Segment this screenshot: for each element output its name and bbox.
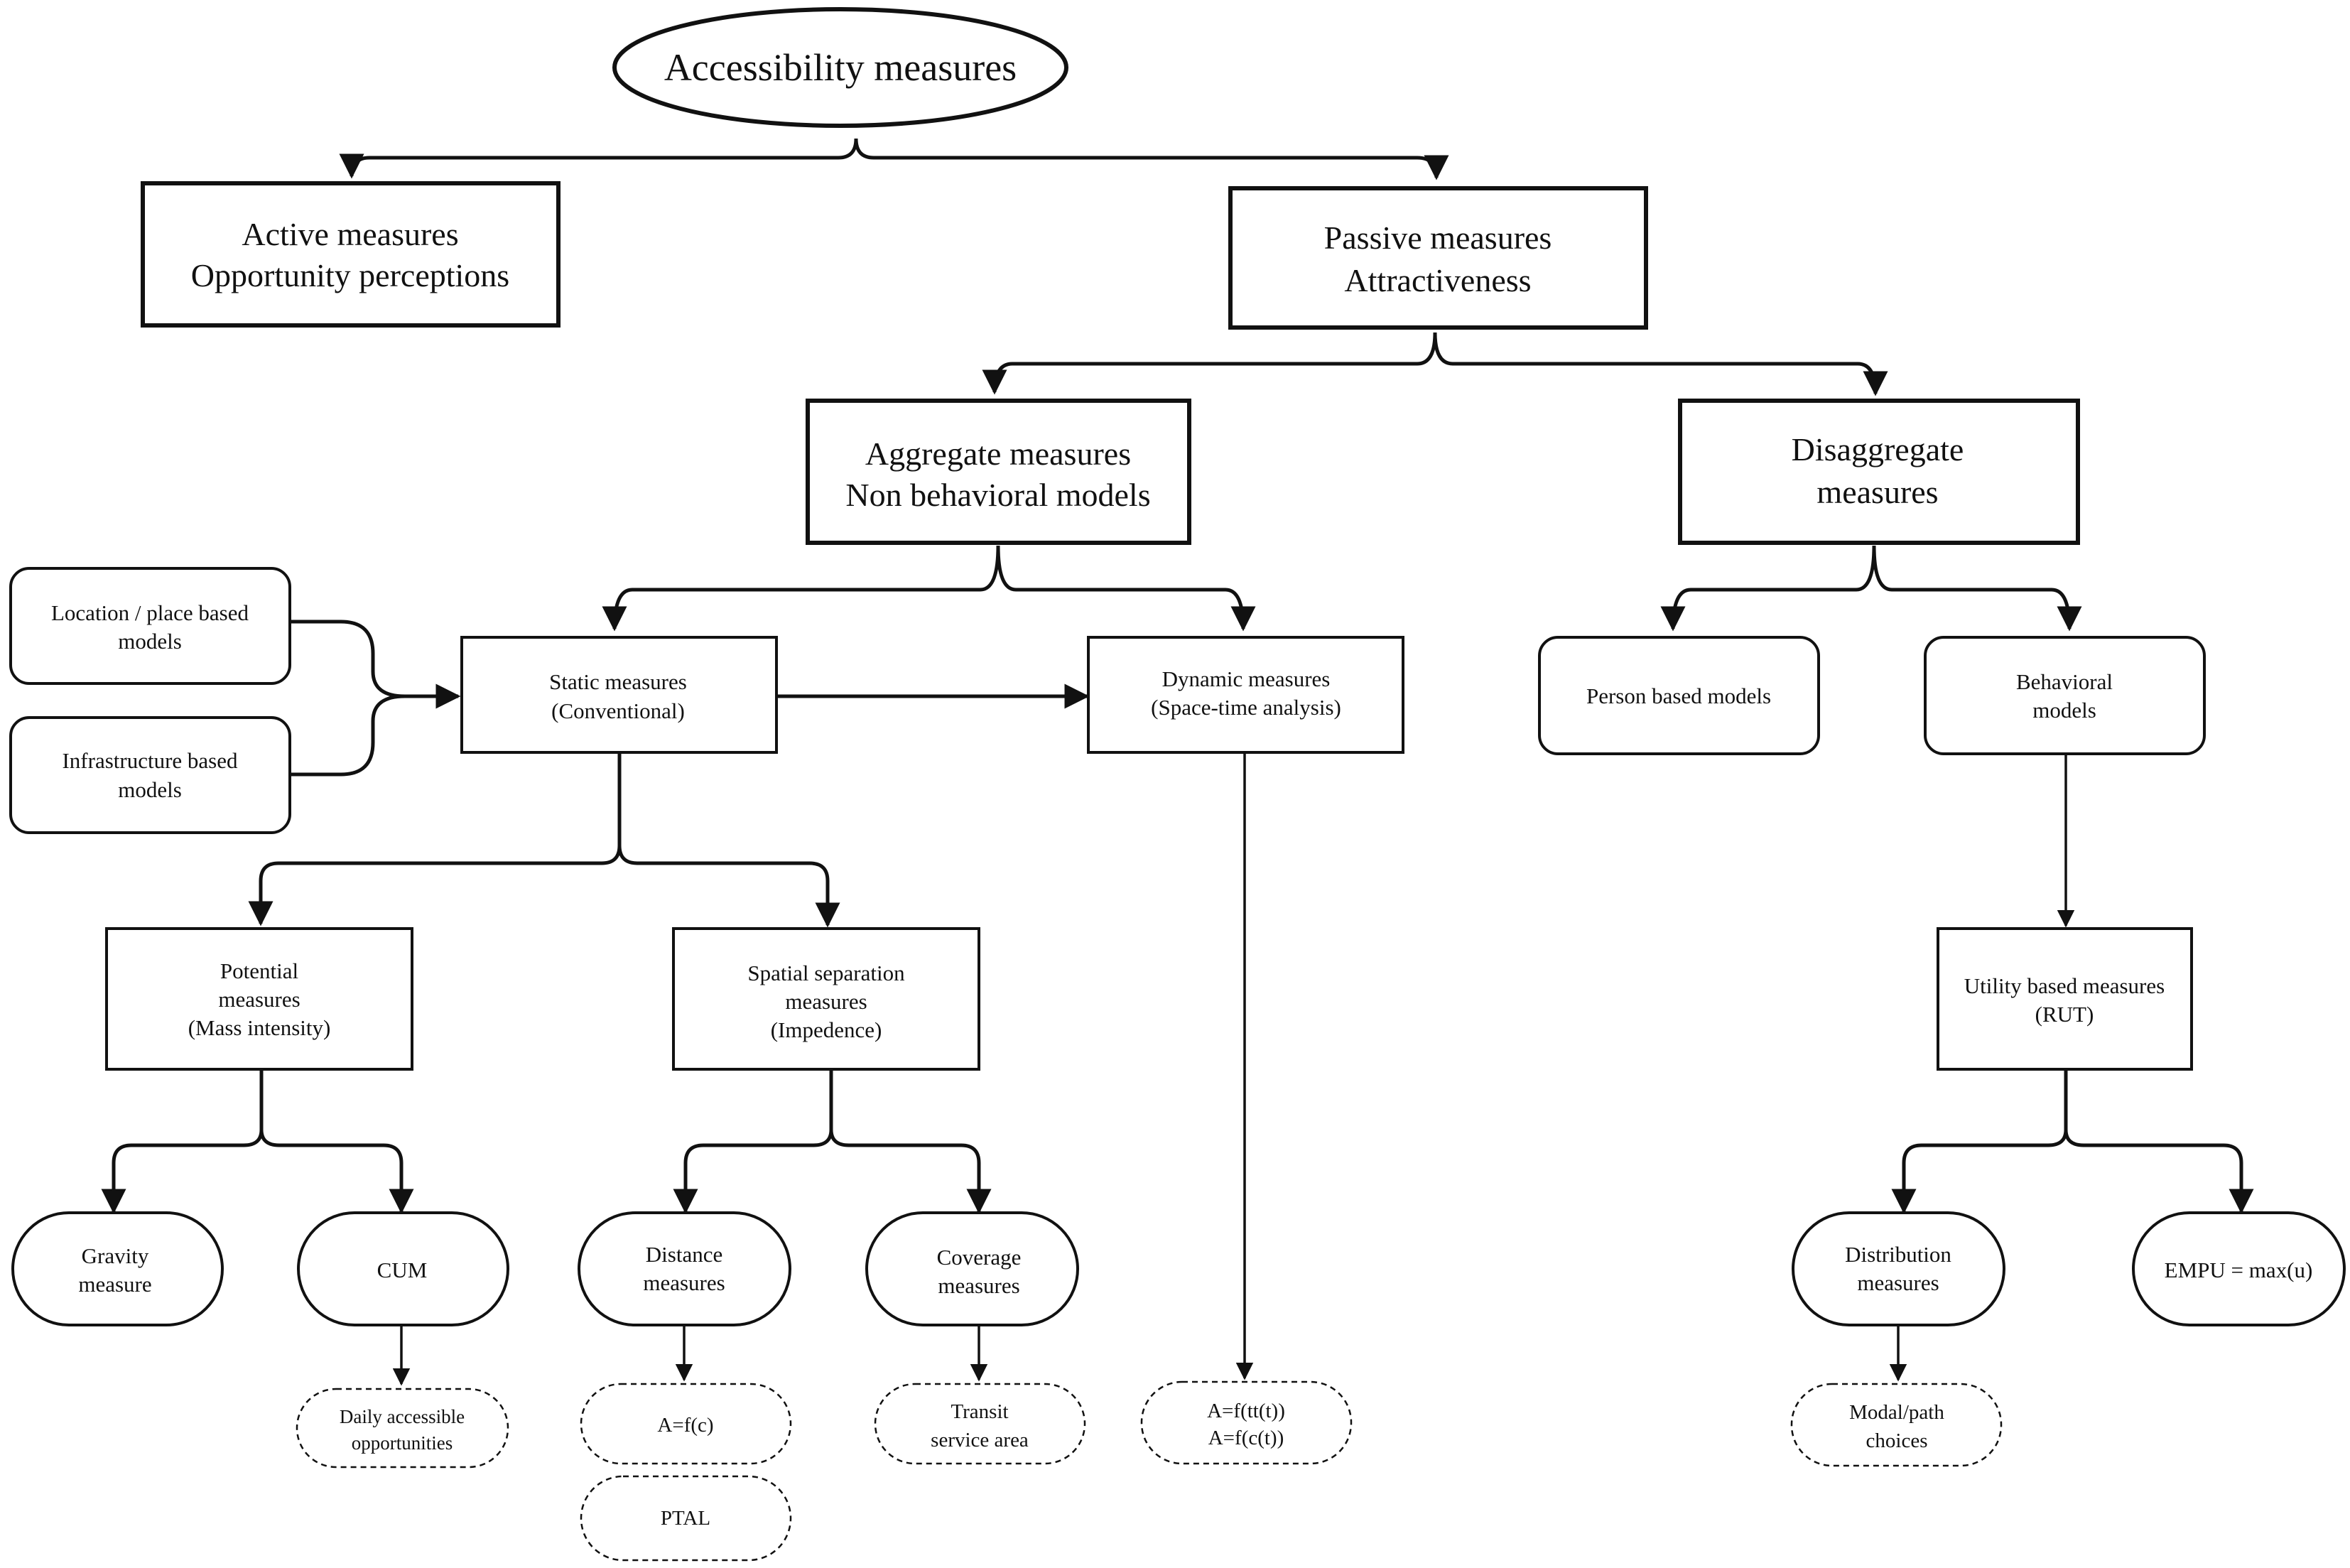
node-aggregate-measures: Aggregate measures Non behavioral models	[806, 399, 1191, 545]
node-active-measures: Active measures Opportunity perceptions	[141, 181, 561, 328]
active-label-line1: Active measures	[242, 216, 458, 252]
connector-disaggregate-person	[1660, 545, 1876, 632]
gravity-label-line1: Gravity	[82, 1243, 149, 1268]
aggregate-label-line2: Non behavioral models	[845, 477, 1150, 513]
disaggregate-label-line2: measures	[1816, 474, 1938, 510]
connector-passive-disaggregate	[1433, 332, 1888, 396]
thin-connectors	[392, 753, 2075, 1386]
potential-label-line1: Potential	[220, 958, 298, 983]
coverage-label-line1: Coverage	[937, 1245, 1022, 1270]
node-empu: EMPU = max(u)	[2132, 1211, 2346, 1326]
leaf-transit-service: Transit service area	[874, 1383, 1086, 1465]
modal-label-line2: choices	[1866, 1429, 1928, 1452]
passive-label-line2: Attractiveness	[1344, 262, 1531, 298]
passive-label-line1: Passive measures	[1324, 220, 1552, 256]
connector-potential-gravity	[101, 1069, 264, 1214]
distribution-label-line1: Distribution	[1845, 1242, 1951, 1267]
node-potential-measures: Potential measures (Mass intensity)	[105, 927, 413, 1071]
leaf-afc: A=f(c)	[580, 1383, 792, 1465]
leaf-daily-accessible: Daily accessible opportunities	[296, 1388, 509, 1469]
transit-label-line1: Transit	[951, 1400, 1008, 1423]
node-cum: CUM	[297, 1211, 509, 1326]
dynamic-label-line2: (Space-time analysis)	[1151, 695, 1341, 720]
connector-aggregate-static	[602, 545, 1000, 632]
dynamic-label-line1: Dynamic measures	[1162, 666, 1331, 691]
distribution-label-line2: measures	[1857, 1270, 1939, 1295]
connector-potential-cum	[259, 1129, 414, 1214]
empu-label: EMPU = max(u)	[2165, 1258, 2313, 1282]
root-label: Accessibility measures	[664, 46, 1017, 89]
connector-static-spatial	[617, 845, 840, 928]
gravity-label-line2: measure	[78, 1272, 151, 1297]
connector-root-passive	[854, 138, 1449, 180]
cum-label: CUM	[377, 1258, 428, 1282]
connector-utility-distribution	[1891, 1069, 2068, 1214]
behavioral-label-line2: models	[2032, 698, 2096, 723]
connector-spatial-coverage	[829, 1129, 992, 1214]
daily-label-line2: opportunities	[352, 1432, 453, 1454]
node-static-measures: Static measures (Conventional)	[460, 636, 778, 754]
location-label-line1: Location / place based	[51, 600, 249, 625]
connector-location-static	[290, 620, 455, 698]
afc-label: A=f(c)	[657, 1414, 713, 1437]
node-disaggregate-measures: Disaggregate measures	[1678, 399, 2080, 545]
connector-aggregate-dynamic	[996, 545, 1256, 632]
spatial-label-line1: Spatial separation	[747, 961, 905, 985]
node-coverage-measures: Coverage measures	[865, 1211, 1079, 1326]
node-spatial-separation: Spatial separation measures (Impedence)	[672, 927, 980, 1071]
daily-label-line1: Daily accessible	[340, 1406, 465, 1427]
node-distribution-measures: Distribution measures	[1792, 1211, 2005, 1326]
disaggregate-label-line1: Disaggregate	[1792, 431, 1964, 467]
node-gravity-measure: Gravity measure	[11, 1211, 224, 1326]
connector-passive-aggregate	[982, 332, 1437, 395]
leaf-ptal: PTAL	[580, 1475, 792, 1562]
aftt-label-line2: A=f(c(t))	[1208, 1427, 1284, 1449]
connector-utility-empu	[2064, 1129, 2254, 1214]
node-distance-measures: Distance measures	[578, 1211, 791, 1326]
potential-label-line2: measures	[218, 987, 300, 1012]
connector-infrastructure-static	[290, 683, 461, 777]
person-label-line1: Person based models	[1586, 683, 1771, 708]
connector-spatial-distance	[673, 1069, 833, 1214]
spatial-label-line3: (Impedence)	[771, 1017, 882, 1042]
potential-label-line3: (Mass intensity)	[188, 1015, 331, 1040]
active-label-line2: Opportunity perceptions	[191, 257, 509, 293]
utility-label-line2: (RUT)	[2035, 1002, 2094, 1027]
modal-label-line1: Modal/path	[1849, 1401, 1944, 1424]
node-infrastructure-models: Infrastructure based models	[9, 716, 291, 834]
node-dynamic-measures: Dynamic measures (Space-time analysis)	[1087, 636, 1404, 754]
ptal-label: PTAL	[661, 1507, 710, 1530]
node-location-models: Location / place based models	[9, 567, 291, 685]
node-root: Accessibility measures	[612, 7, 1068, 128]
distance-label-line1: Distance	[646, 1242, 722, 1267]
spatial-label-line2: measures	[785, 989, 867, 1014]
connector-root-active	[339, 138, 858, 179]
aftt-label-line1: A=f(tt(t))	[1207, 1400, 1285, 1422]
connector-disaggregate-behavioral	[1872, 545, 2082, 632]
connectors	[101, 138, 2254, 1214]
location-label-line2: models	[118, 629, 182, 654]
leaf-aftt: A=f(tt(t)) A=f(c(t))	[1140, 1380, 1353, 1465]
node-utility-based: Utility based measures (RUT)	[1937, 927, 2193, 1071]
node-passive-measures: Passive measures Attractiveness	[1228, 186, 1648, 330]
distance-label-line2: measures	[643, 1270, 725, 1295]
infrastructure-label-line2: models	[118, 777, 182, 802]
aggregate-label-line1: Aggregate measures	[865, 436, 1131, 472]
static-label-line1: Static measures	[549, 669, 687, 694]
node-person-based-models: Person based models	[1538, 636, 1820, 755]
infrastructure-label-line1: Infrastructure based	[62, 748, 238, 773]
node-behavioral-models: Behavioral models	[1924, 636, 2206, 755]
coverage-label-line2: measures	[938, 1273, 1019, 1298]
transit-label-line2: service area	[931, 1429, 1029, 1451]
static-label-line2: (Conventional)	[551, 698, 685, 723]
leaf-modal-path: Modal/path choices	[1790, 1383, 2003, 1467]
behavioral-label-line1: Behavioral	[2016, 669, 2113, 694]
utility-label-line1: Utility based measures	[1964, 973, 2165, 998]
connector-static-potential	[248, 753, 622, 926]
